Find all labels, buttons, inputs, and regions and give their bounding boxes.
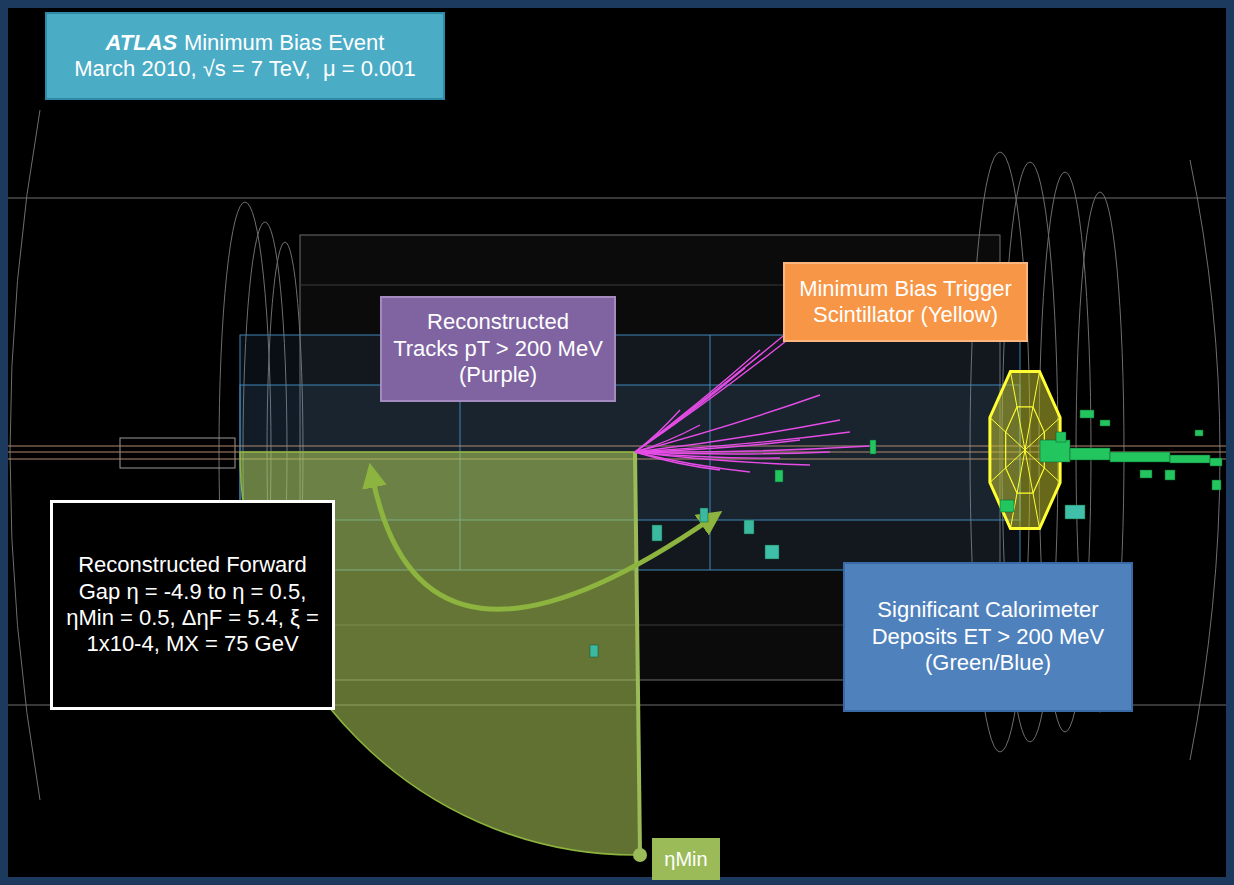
- calorimeter-deposit: [1195, 430, 1203, 436]
- calorimeter-deposit: [1080, 410, 1094, 418]
- experiment-name: ATLAS: [106, 30, 178, 55]
- calorimeter-deposit: [590, 645, 598, 657]
- canvas: [8, 8, 1226, 877]
- eta-min-tag: ηMin: [652, 838, 720, 880]
- calorimeter-deposit: [1100, 420, 1110, 426]
- box-text: Reconstructed Tracks pT > 200 MeV (Purpl…: [392, 309, 604, 388]
- gap-span-arrow: [372, 475, 712, 609]
- calorimeter-deposit: [765, 545, 779, 559]
- calorimeter-deposit: [744, 520, 754, 534]
- track: [635, 452, 750, 472]
- callout-box: Significant Calorimeter Deposits ET > 20…: [843, 562, 1133, 712]
- calorimeter-deposit: [1070, 448, 1110, 460]
- calorimeter-deposit: [775, 470, 783, 482]
- track: [635, 452, 830, 454]
- box-text: Reconstructed Forward Gap η = -4.9 to η …: [63, 552, 322, 658]
- calorimeter-deposit: [1170, 455, 1210, 463]
- text-group: Reconstructed Tracks pT > 200 MeV (Purpl…: [392, 309, 604, 388]
- callout-box: Reconstructed Forward Gap η = -4.9 to η …: [50, 500, 335, 710]
- text-group: ηMin: [664, 847, 707, 871]
- track: [635, 446, 870, 452]
- calorimeter-deposit: [1165, 470, 1175, 480]
- box-text: Minimum Bias Event: [184, 30, 385, 55]
- calorimeter-deposit: [1140, 470, 1152, 478]
- eta-min-leader: [635, 452, 640, 853]
- muon-arc: [10, 110, 40, 800]
- beam-cylinder: [120, 438, 235, 468]
- track: [635, 410, 680, 452]
- box-text: Significant Calorimeter Deposits ET > 20…: [855, 597, 1121, 676]
- text-group: Significant Calorimeter Deposits ET > 20…: [855, 597, 1121, 676]
- track: [635, 395, 820, 452]
- track: [635, 425, 700, 452]
- calorimeter-deposit: [1065, 505, 1085, 519]
- text-group: Reconstructed Forward Gap η = -4.9 to η …: [63, 552, 322, 658]
- track: [635, 338, 790, 452]
- track: [635, 452, 720, 470]
- scintillator-spoke: [990, 450, 1025, 483]
- calorimeter-deposit: [1000, 500, 1014, 512]
- box-text: ηMin: [664, 847, 707, 871]
- calorimeter-deposit: [870, 440, 876, 454]
- calorimeter-deposit: [700, 508, 708, 522]
- box-text: Minimum Bias Trigger Scintillator (Yello…: [795, 276, 1016, 329]
- track: [635, 350, 760, 452]
- title-box: ATLASMinimum Bias EventMarch 2010, √s = …: [45, 12, 445, 100]
- calorimeter-deposit: [1210, 458, 1222, 466]
- text-group: ATLASMinimum Bias EventMarch 2010, √s = …: [74, 30, 416, 83]
- calorimeter-deposit: [1212, 480, 1221, 490]
- calorimeter-deposit: [1110, 452, 1170, 462]
- calorimeter-deposit: [1040, 440, 1070, 462]
- scintillator-spoke: [1025, 450, 1040, 529]
- calorimeter-deposit: [652, 525, 662, 541]
- text-group: Minimum Bias Trigger Scintillator (Yello…: [795, 276, 1016, 329]
- callout-box: Reconstructed Tracks pT > 200 MeV (Purpl…: [380, 296, 616, 402]
- box-text: March 2010, √s = 7 TeV, μ = 0.001: [74, 56, 416, 82]
- scintillator-spoke: [1010, 371, 1025, 450]
- callout-box: Minimum Bias Trigger Scintillator (Yello…: [783, 262, 1028, 342]
- eta-min-dot: [633, 848, 647, 862]
- calorimeter-deposit: [1056, 432, 1066, 442]
